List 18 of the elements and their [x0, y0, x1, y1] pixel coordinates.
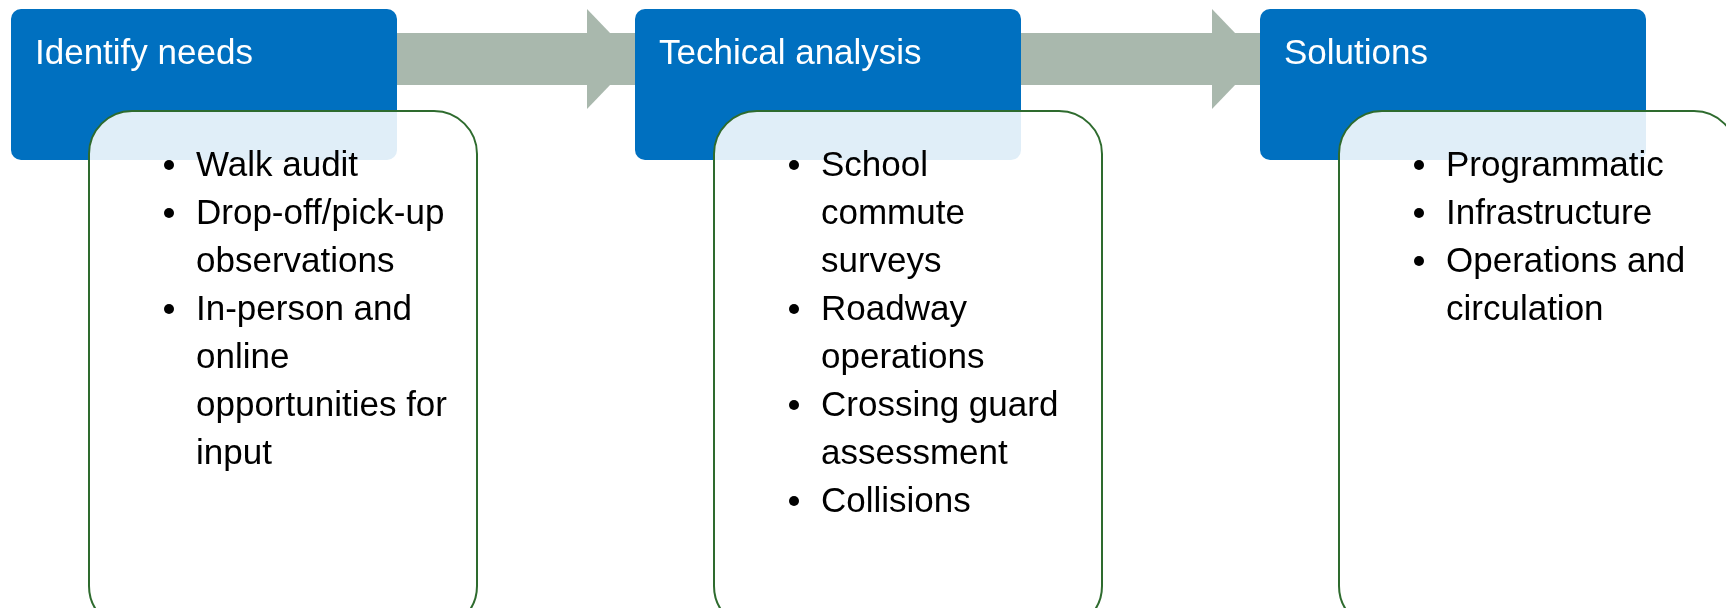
block-arrow	[397, 9, 635, 109]
step-title: Techical analysis	[659, 32, 922, 71]
bullet-item: Collisions	[821, 480, 971, 519]
bullet-item: In-person and online opportunities for input	[196, 288, 447, 471]
bullet-item: Infrastructure	[1446, 192, 1653, 231]
step-details-box	[713, 110, 1103, 608]
bullet-item: Programmatic	[1446, 144, 1664, 183]
step-details-box	[1338, 110, 1726, 608]
block-arrow	[1021, 9, 1260, 109]
bullet-item: Drop-off/pick-up observations	[196, 192, 445, 279]
step-details-box	[88, 110, 478, 608]
step-title: Identify needs	[35, 32, 253, 71]
bullet-item: School commute surveys	[821, 144, 965, 279]
bullet-item: Crossing guard assessment	[821, 384, 1059, 471]
step-title: Solutions	[1284, 32, 1428, 71]
bullet-item: Operations and circulation	[1446, 240, 1686, 327]
bullet-item: Walk audit	[196, 144, 359, 183]
bullet-item: Roadway operations	[821, 288, 985, 375]
